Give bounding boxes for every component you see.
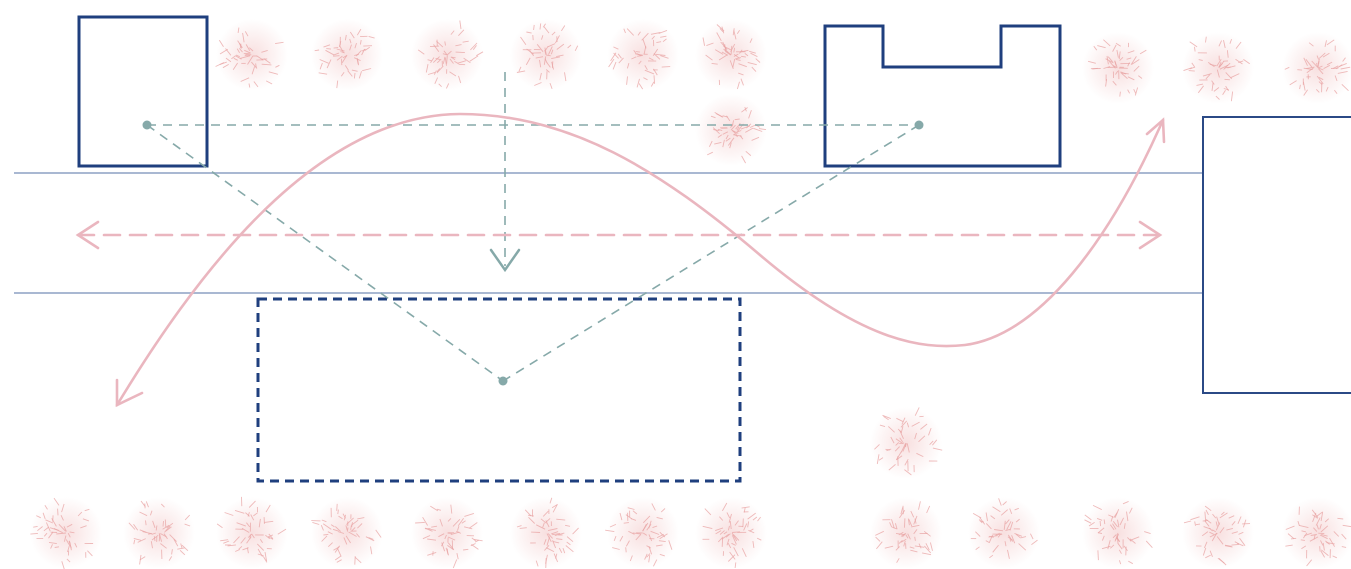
sight-lines xyxy=(146,72,920,382)
buildings xyxy=(77,15,1351,394)
tree-canopy-icon xyxy=(695,19,767,91)
flow-curve xyxy=(115,112,1165,407)
street-axis xyxy=(75,220,1163,250)
pedestrian-flow xyxy=(115,112,1166,408)
tree-canopy-icon xyxy=(1182,497,1254,569)
tree-canopy-icon xyxy=(123,497,195,569)
tree-canopy-icon xyxy=(695,94,767,166)
proposed-building xyxy=(256,297,742,483)
sight-line-left-diagonal xyxy=(146,124,504,382)
tree-canopy-icon xyxy=(968,497,1040,569)
tree-canopy-icon xyxy=(311,19,383,91)
sight-arrow-head xyxy=(489,248,521,273)
building-notched xyxy=(823,24,1062,168)
tree-canopy-icon xyxy=(695,497,767,569)
sight-line-right-diagonal xyxy=(502,124,920,382)
tree-canopy-icon xyxy=(216,496,288,569)
building-left xyxy=(77,15,209,168)
focal-point-dot xyxy=(914,120,924,130)
tree-canopy-icon xyxy=(215,19,288,91)
tree-canopy-icon xyxy=(411,19,484,91)
focal-point-dot xyxy=(498,376,508,386)
tree-canopy-icon xyxy=(870,497,942,569)
tree-canopy-icon xyxy=(1082,32,1154,104)
tree-canopy-icon xyxy=(311,497,383,569)
flow-arrow-start xyxy=(115,378,144,408)
focal-point-dot xyxy=(142,120,152,130)
tree-canopy-icon xyxy=(411,497,483,569)
tree-canopy-icon xyxy=(870,407,943,479)
tree-canopy-icon xyxy=(607,19,679,91)
street xyxy=(14,172,1203,294)
tree-canopy-icon xyxy=(1282,497,1351,569)
street-axis-arrow-right xyxy=(1138,220,1163,250)
focal-points xyxy=(142,120,924,386)
tree-canopy-icon xyxy=(1282,32,1351,104)
flow-arrow-end xyxy=(1145,117,1166,144)
tree-canopy-icon xyxy=(1182,32,1254,104)
building-right-block xyxy=(1202,116,1351,394)
tree-canopy-icon xyxy=(30,497,102,569)
tree-canopy-icon xyxy=(510,19,582,91)
tree-canopy-icon xyxy=(1082,497,1154,569)
street-axis-arrow-left xyxy=(75,220,100,250)
tree-layer xyxy=(30,19,1351,569)
tree-canopy-icon xyxy=(510,497,582,569)
tree-canopy-icon xyxy=(605,497,679,569)
